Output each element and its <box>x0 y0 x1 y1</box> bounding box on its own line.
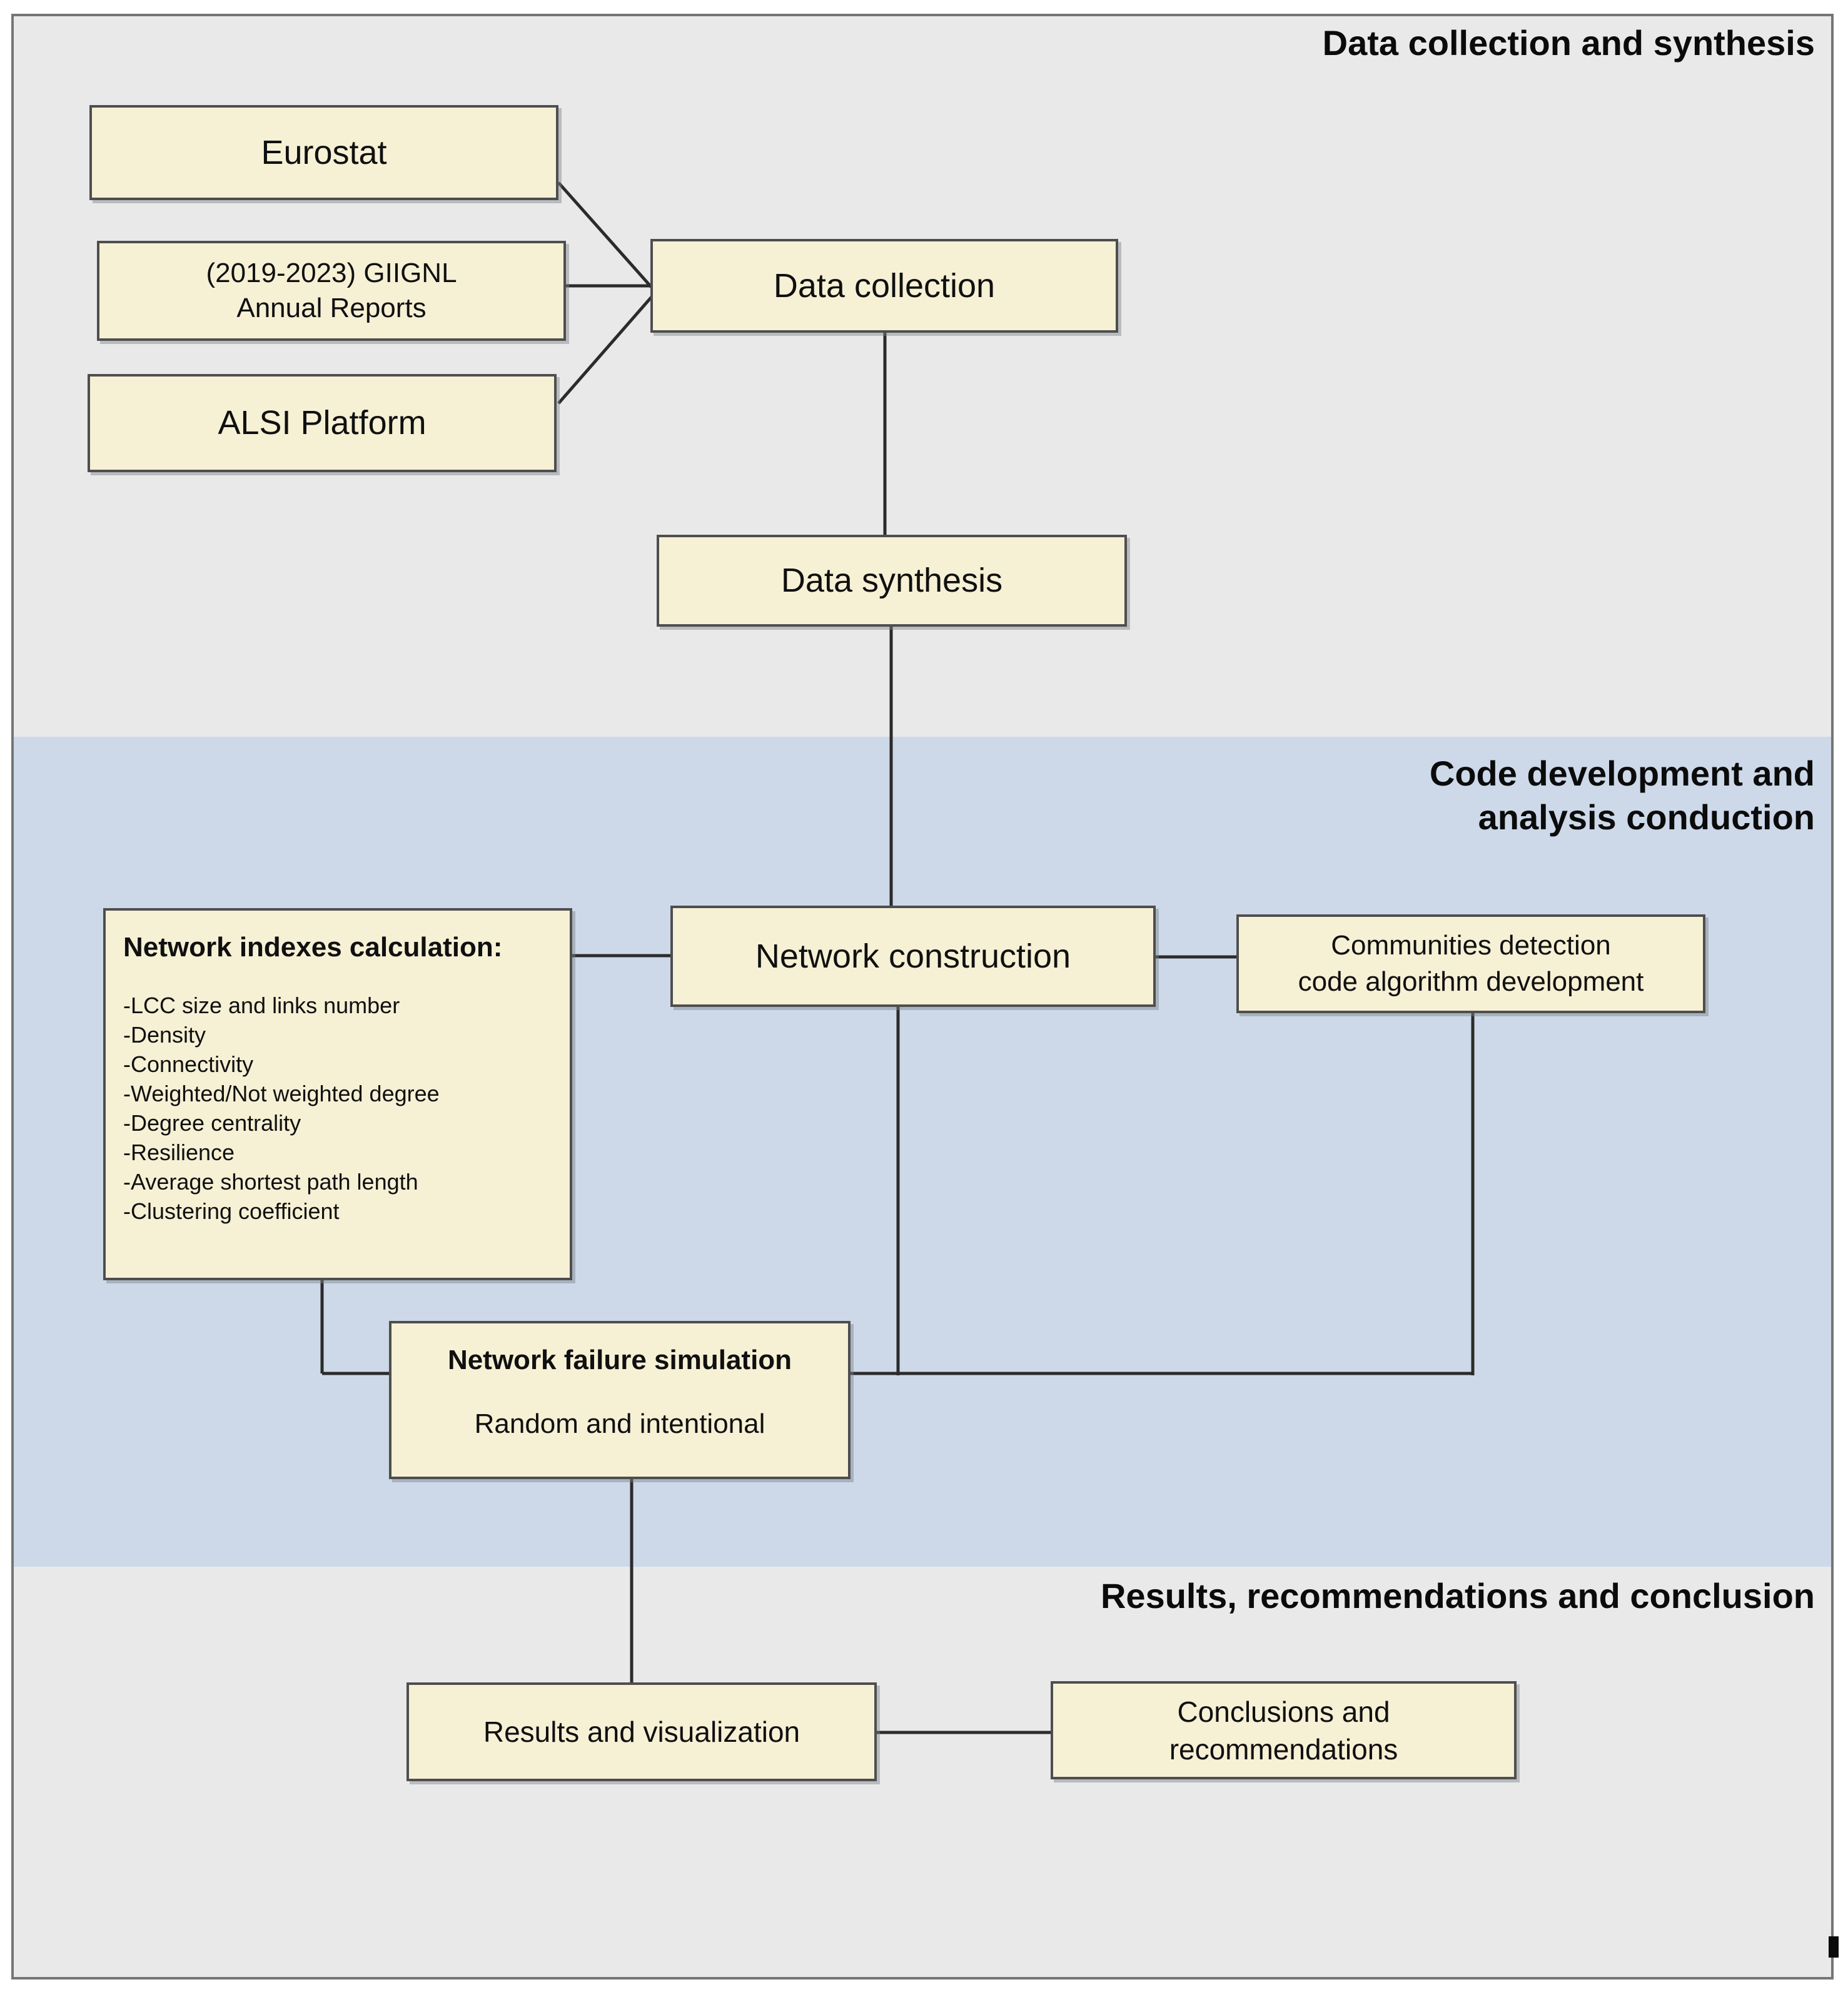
section-title-code-development: Code development and analysis conduction <box>1430 752 1815 839</box>
node-conclusions-line-2: recommendations <box>1169 1732 1398 1766</box>
node-alsi-label: ALSI Platform <box>218 404 427 442</box>
index-item-lcc: -LCC size and links number <box>123 993 400 1018</box>
section-title-results-conclusion: Results, recommendations and conclusion <box>1100 1576 1815 1615</box>
section-results-conclusion: Results, recommendations and conclusion <box>14 1567 1831 1977</box>
index-item-clustering: -Clustering coefficient <box>123 1198 340 1224</box>
network-failure-title: Network failure simulation <box>447 1345 792 1375</box>
node-data-collection: Data collection <box>650 239 1118 333</box>
section-title-line-2: analysis conduction <box>1478 797 1815 837</box>
section-title-line-1: Code development and <box>1429 754 1815 793</box>
flowchart-frame: Data collection and synthesis Code devel… <box>11 14 1834 1979</box>
index-item-weighted-degree: -Weighted/Not weighted degree <box>123 1081 440 1106</box>
node-results-label: Results and visualization <box>483 1716 800 1748</box>
node-data-synthesis-label: Data synthesis <box>780 562 1003 600</box>
node-network-failure-simulation: Network failure simulation Random and in… <box>389 1321 851 1479</box>
node-giignl-line-1: (2019-2023) GIIGNL <box>206 258 457 288</box>
node-communities-detection: Communities detection code algorithm dev… <box>1236 914 1705 1013</box>
network-failure-subtitle: Random and intentional <box>474 1408 765 1439</box>
node-eurostat-label: Eurostat <box>261 133 387 171</box>
index-item-shortest-path: -Average shortest path length <box>123 1169 418 1195</box>
node-alsi-platform: ALSI Platform <box>88 374 557 472</box>
node-conclusions-recommendations: Conclusions and recommendations <box>1051 1681 1517 1779</box>
node-network-construction: Network construction <box>670 906 1156 1007</box>
node-results-visualization: Results and visualization <box>406 1682 877 1781</box>
index-item-resilience: -Resilience <box>123 1140 235 1165</box>
node-conclusions-line-1: Conclusions and <box>1177 1695 1390 1728</box>
node-network-construction-label: Network construction <box>755 937 1071 975</box>
section-title-data-collection-synthesis: Data collection and synthesis <box>1322 23 1815 63</box>
node-eurostat: Eurostat <box>89 105 558 200</box>
node-network-indexes-calculation: Network indexes calculation: -LCC size a… <box>103 908 572 1280</box>
node-giignl-line-2: Annual Reports <box>236 293 427 323</box>
node-communities-line-1: Communities detection <box>1331 930 1611 961</box>
node-data-collection-label: Data collection <box>773 266 996 305</box>
node-giignl-reports: (2019-2023) GIIGNL Annual Reports <box>97 241 566 341</box>
network-indexes-title: Network indexes calculation: <box>123 932 503 963</box>
index-item-degree-centrality: -Degree centrality <box>123 1110 301 1136</box>
node-data-synthesis: Data synthesis <box>657 535 1127 627</box>
node-communities-line-2: code algorithm development <box>1298 966 1644 997</box>
index-item-connectivity: -Connectivity <box>123 1051 254 1077</box>
border-artifact-mark <box>1829 1936 1839 1958</box>
index-item-density: -Density <box>123 1022 206 1048</box>
